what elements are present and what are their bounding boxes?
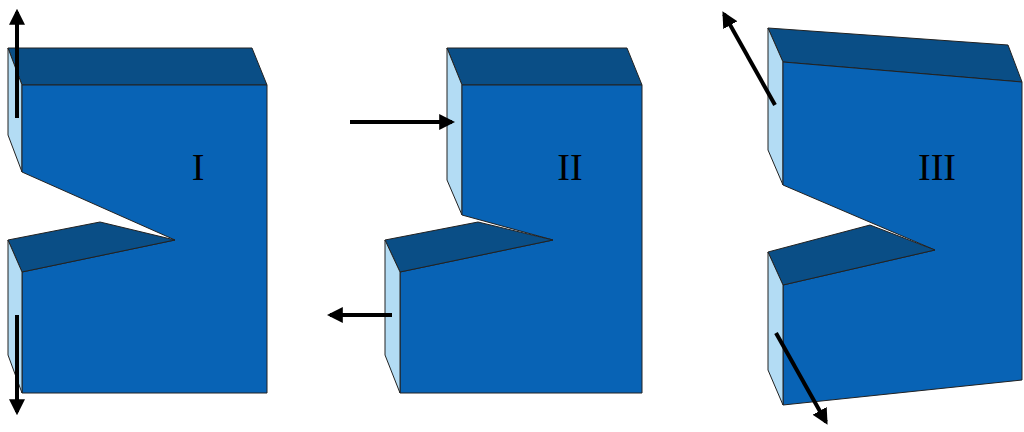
- load-arrows: [17, 12, 826, 422]
- load-arrow: [330, 313, 392, 317]
- mode-label: II: [557, 148, 582, 186]
- mode-three-block: [768, 28, 1022, 405]
- mode-label: III: [918, 148, 956, 186]
- load-arrow: [15, 315, 19, 412]
- mode-one-block: [8, 48, 267, 393]
- mode-two-block: [385, 48, 642, 393]
- load-arrow: [776, 333, 826, 422]
- load-arrow: [350, 120, 452, 124]
- load-arrow: [724, 14, 775, 105]
- load-arrow: [15, 12, 19, 118]
- mode-label: I: [192, 148, 205, 186]
